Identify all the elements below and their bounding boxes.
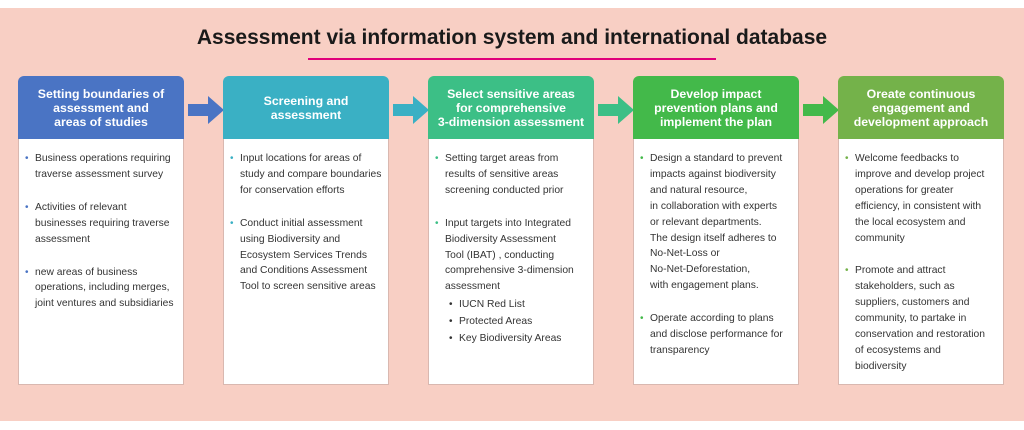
sub-bullet-text: Protected Areas bbox=[459, 316, 533, 328]
step-2-details: • Input locations for areas of study and … bbox=[223, 139, 389, 385]
step-bullet: • Promote and attract stakeholders, such … bbox=[845, 263, 998, 374]
step-heading-text: Select sensitive areas for comprehensive… bbox=[437, 86, 585, 129]
sub-bullet-list: • IUCN Red List • Protected Areas • Key Biodi… bbox=[435, 297, 588, 347]
sub-bullet-text: Key Biodiversity Areas bbox=[459, 333, 562, 345]
step-3-details: • Setting target areas from results of se… bbox=[428, 139, 594, 385]
step-bullet-text: Welcome feedbacks to improve and develop… bbox=[855, 153, 985, 244]
right-arrow-icon bbox=[598, 96, 634, 124]
step-bullet-text: Activities of relevant businesses requir… bbox=[35, 201, 170, 245]
step-bullet-text: Conduct initial assessment using Biodive… bbox=[240, 217, 376, 293]
bullet-dot-icon: • bbox=[230, 153, 234, 164]
sub-bullet: • Key Biodiversity Areas bbox=[449, 331, 588, 347]
step-4: Develop impact prevention plans and impl… bbox=[633, 76, 799, 385]
step-4-heading: Develop impact prevention plans and impl… bbox=[633, 76, 799, 139]
right-arrow-icon bbox=[188, 96, 224, 124]
step-heading-text: Setting boundaries of assessment and are… bbox=[37, 86, 165, 129]
step-bullet: • Input targets into Integrated Biodivers… bbox=[435, 216, 588, 296]
bullet-dot-icon: • bbox=[25, 201, 29, 213]
sub-bullet-text: IUCN Red List bbox=[459, 299, 525, 311]
step-bullet: • Setting target areas from results of se… bbox=[435, 151, 588, 199]
step-bullet: • Input locations for areas of study and … bbox=[230, 151, 383, 199]
step-1-details: • Business operations requiring traverse … bbox=[18, 139, 184, 385]
right-arrow-icon bbox=[803, 96, 839, 124]
step-2-heading: Screening and assessment bbox=[223, 76, 389, 139]
step-1-heading: Setting boundaries of assessment and are… bbox=[18, 76, 184, 139]
step-bullet-text: Operate according to plans and disclose … bbox=[650, 313, 783, 356]
step-5: Oreate continuous engagement and develop… bbox=[838, 76, 1004, 385]
diagram-title: Assessment via information system and in… bbox=[196, 26, 828, 49]
step-heading-text: Develop impact prevention plans and impl… bbox=[654, 86, 778, 129]
step-bullet: • Conduct initial assessment using Biodiv… bbox=[230, 216, 383, 296]
step-bullet-text: Input locations for areas of study and c… bbox=[240, 153, 382, 196]
bullet-dot-icon: • bbox=[449, 333, 453, 345]
bullet-dot-icon: • bbox=[230, 217, 234, 229]
bullet-dot-icon: • bbox=[845, 265, 849, 277]
right-arrow-icon bbox=[393, 96, 429, 124]
bullet-dot-icon: • bbox=[449, 316, 453, 328]
bullet-dot-icon: • bbox=[25, 153, 29, 164]
step-bullet-text: Input targets into Integrated Biodiversi… bbox=[445, 217, 574, 293]
bullet-dot-icon: • bbox=[845, 153, 849, 164]
step-heading-text: Oreate continuous engagement and develop… bbox=[853, 86, 989, 129]
step-bullet: • new areas of business operations, inclu… bbox=[25, 265, 178, 313]
step-bullet-text: Business operations requiring traverse a… bbox=[35, 153, 171, 180]
step-bullet: • Operate according to plans and disclose… bbox=[640, 311, 793, 359]
step-bullet-text: new areas of business operations, includ… bbox=[35, 266, 174, 310]
bullet-dot-icon: • bbox=[449, 299, 453, 311]
step-5-heading: Oreate continuous engagement and develop… bbox=[838, 76, 1004, 139]
step-bullet-text: Setting target areas from results of sen… bbox=[445, 153, 564, 196]
step-3-heading: Select sensitive areas for comprehensive… bbox=[428, 76, 594, 139]
step-bullet: • Design a standard to prevent impacts ag… bbox=[640, 151, 793, 294]
step-3: Select sensitive areas for comprehensive… bbox=[428, 76, 594, 385]
step-heading-text: Screening and assessment bbox=[263, 93, 349, 122]
step-bullet: • Activities of relevant businesses requi… bbox=[25, 200, 178, 248]
sub-bullet: • Protected Areas bbox=[449, 314, 588, 330]
bullet-dot-icon: • bbox=[640, 153, 644, 164]
step-4-details: • Design a standard to prevent impacts ag… bbox=[633, 139, 799, 385]
step-1: Setting boundaries of assessment and are… bbox=[18, 76, 184, 385]
title-underline bbox=[308, 58, 716, 60]
bullet-dot-icon: • bbox=[435, 217, 439, 229]
step-2: Screening and assessment • Input locations… bbox=[223, 76, 389, 385]
step-5-details: • Welcome feedbacks to improve and develo… bbox=[838, 139, 1004, 385]
step-bullet-text: Design a standard to prevent impacts aga… bbox=[650, 153, 783, 292]
sub-bullet: • IUCN Red List bbox=[449, 297, 588, 313]
step-bullet-text: Promote and attract stakeholders, such a… bbox=[855, 265, 985, 372]
bullet-dot-icon: • bbox=[435, 153, 439, 164]
bullet-dot-icon: • bbox=[640, 313, 644, 325]
bullet-dot-icon: • bbox=[25, 266, 29, 278]
step-bullet: • Business operations requiring traverse … bbox=[25, 151, 178, 183]
step-bullet: • Welcome feedbacks to improve and develo… bbox=[845, 151, 998, 246]
